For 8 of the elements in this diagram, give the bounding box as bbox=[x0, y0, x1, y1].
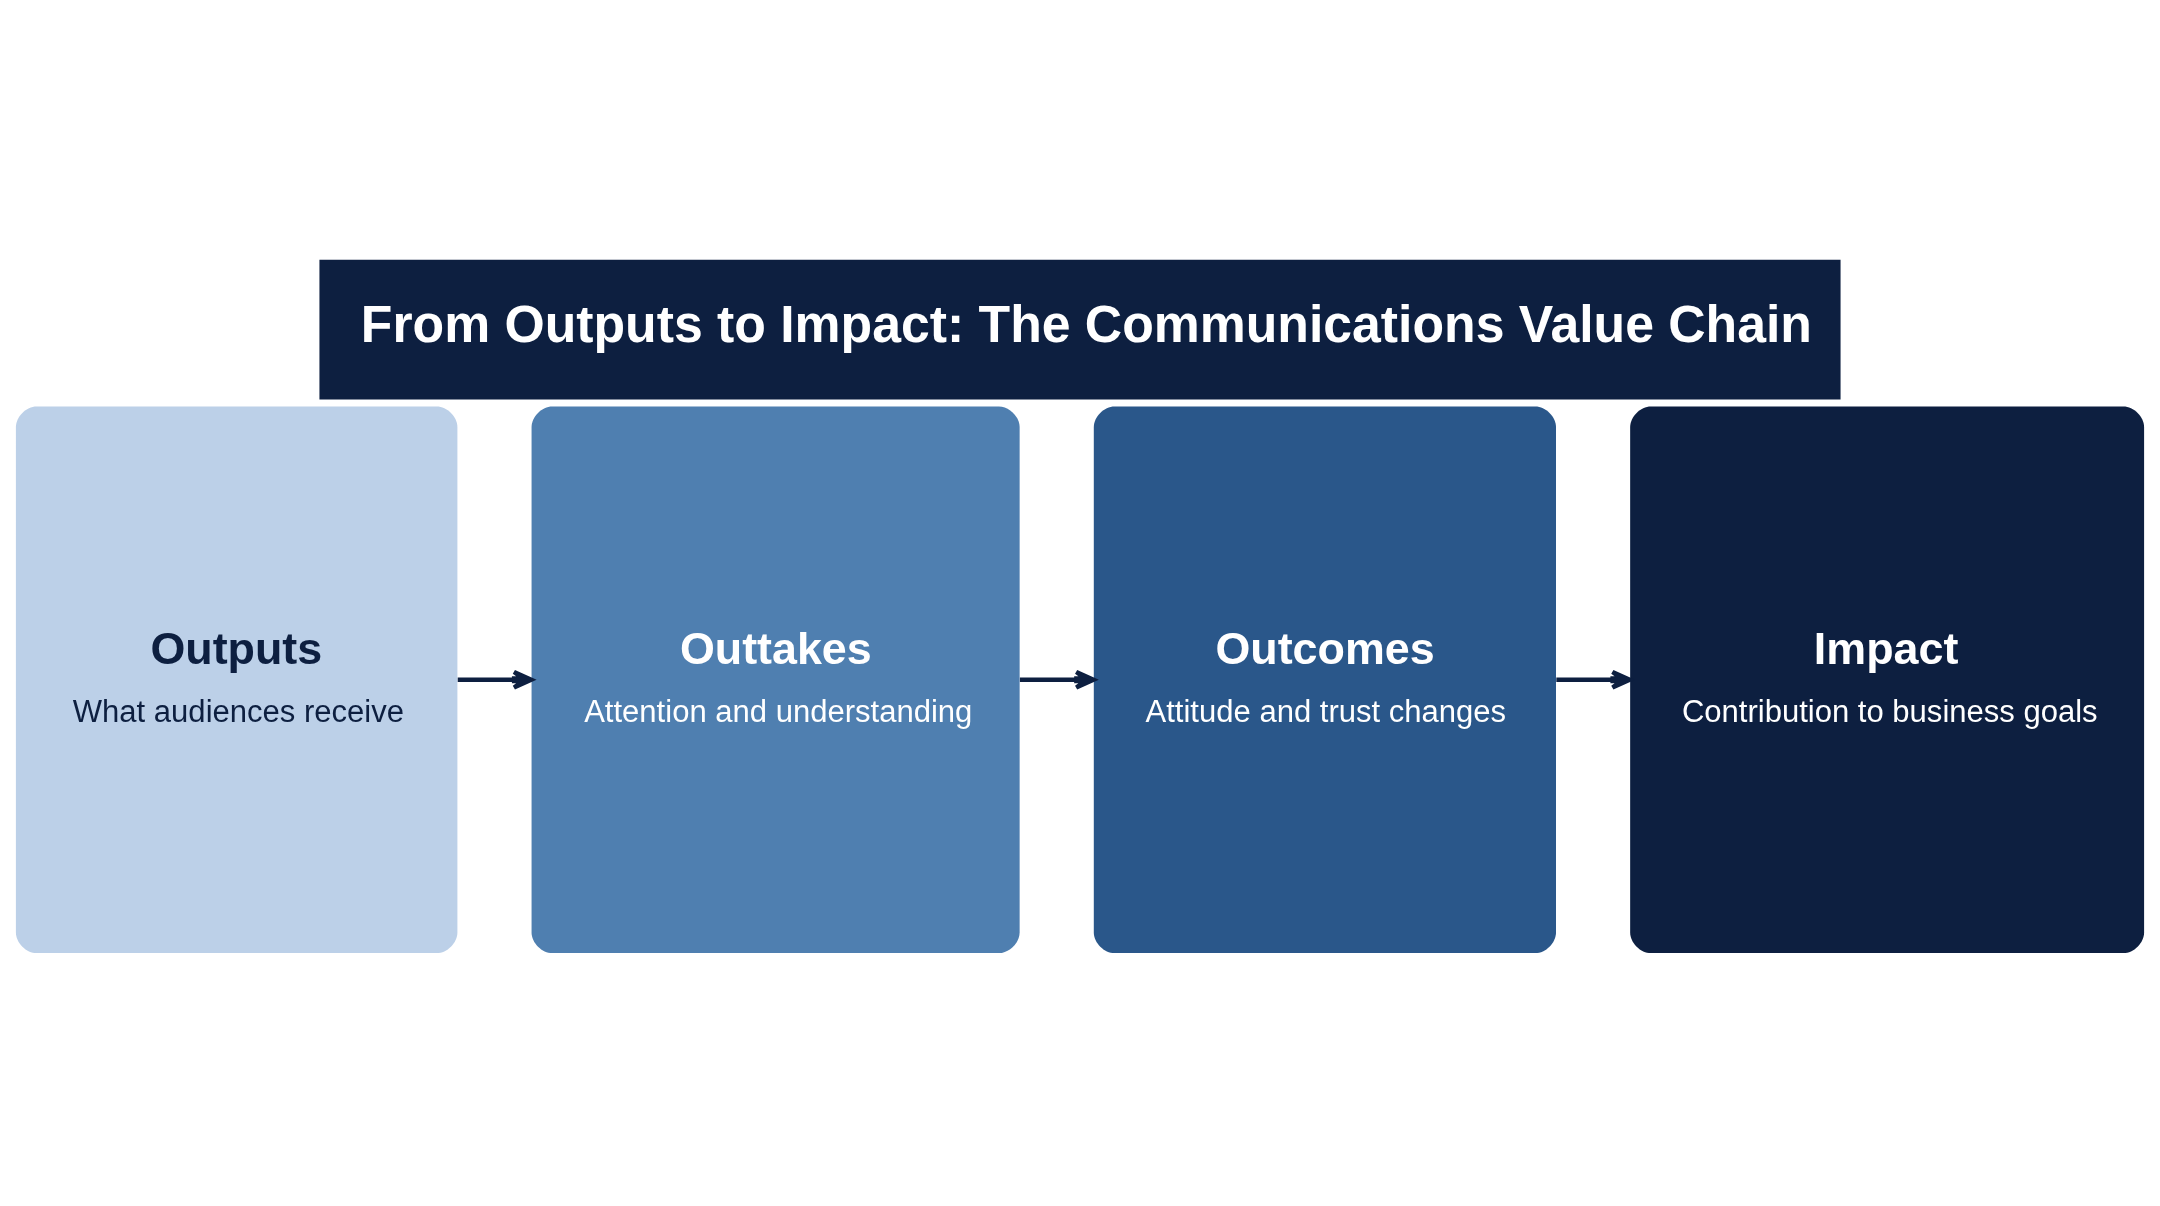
arrow bbox=[1019, 669, 1096, 690]
arrow bbox=[457, 669, 534, 690]
node-box: Outcomes Attitude and trust changes bbox=[1093, 406, 1556, 954]
arrow bbox=[1556, 669, 1632, 690]
diagram-title: From Outputs to Impact: The Communications Value Chain bbox=[360, 294, 1812, 353]
node-box: Outtakes Attention and understanding bbox=[531, 406, 1020, 954]
node-box: Impact Contribution to business goals bbox=[1630, 406, 2145, 954]
node-box: Outputs What audiences receive bbox=[15, 406, 458, 954]
